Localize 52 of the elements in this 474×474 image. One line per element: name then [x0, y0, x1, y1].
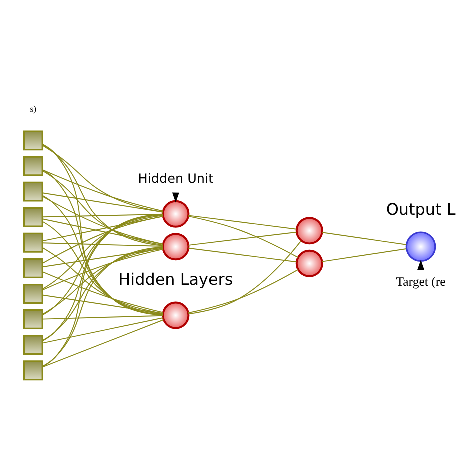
connector [42, 319, 164, 368]
connector [42, 144, 164, 246]
connector [42, 215, 164, 264]
node-box [23, 334, 44, 355]
connector [188, 214, 298, 230]
node-circle [162, 232, 190, 260]
connector [42, 314, 164, 320]
node-text: Hidden Unit [138, 171, 214, 186]
node-box [23, 156, 44, 176]
connector [42, 196, 164, 244]
connector [188, 231, 298, 246]
connector [188, 215, 299, 258]
connector [322, 248, 408, 262]
connector [42, 246, 164, 341]
node-box [23, 284, 44, 304]
node-box [23, 360, 44, 380]
connector [42, 214, 164, 290]
label: s) [30, 103, 37, 114]
label: Hidden Layers [118, 270, 234, 289]
node-circle [406, 231, 436, 262]
connector [42, 194, 164, 315]
connector [42, 294, 164, 314]
connector [42, 242, 164, 247]
connector [322, 232, 408, 245]
label: Output L [386, 199, 456, 218]
connector [42, 170, 164, 246]
node-box [23, 232, 44, 252]
connector [42, 248, 164, 290]
node-box [23, 130, 44, 150]
node-box [23, 309, 44, 329]
node-circle [162, 200, 190, 228]
node-box [23, 181, 44, 202]
node-box [23, 206, 44, 227]
connector [42, 317, 164, 344]
node-box [23, 258, 44, 278]
connector [42, 144, 164, 212]
connector [42, 246, 164, 367]
node-text: Target (re [396, 274, 446, 288]
connector [42, 271, 164, 313]
node-circle [296, 249, 324, 277]
connector [42, 143, 164, 316]
connector [188, 247, 298, 262]
connector [42, 213, 164, 342]
node-circle [162, 301, 190, 329]
connector [188, 268, 299, 314]
node-circle [296, 216, 324, 244]
connector [42, 169, 164, 316]
connector [42, 169, 164, 212]
connector [42, 213, 164, 367]
connector [42, 192, 164, 212]
connector [42, 248, 164, 268]
connector [188, 240, 302, 314]
